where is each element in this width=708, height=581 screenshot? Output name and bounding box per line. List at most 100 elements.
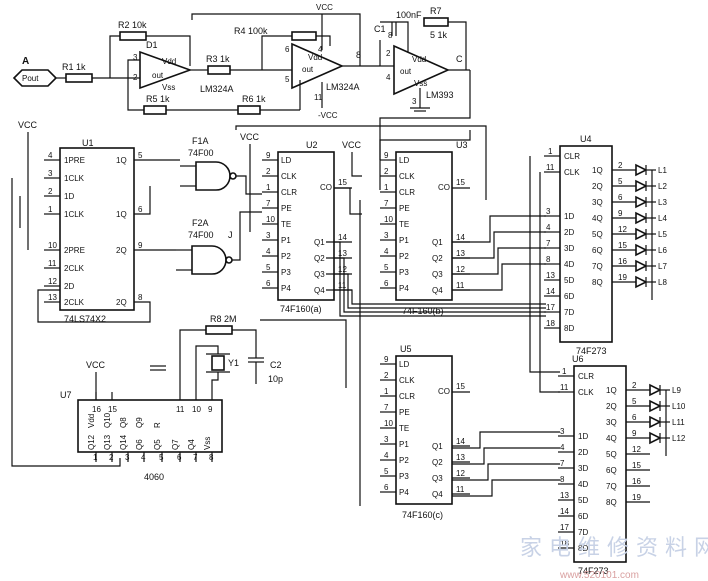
u7-pin-num: 3 <box>125 453 130 462</box>
y1-label: Y1 <box>228 358 239 368</box>
u2-label: U2 <box>306 140 318 150</box>
led-diode <box>649 431 662 445</box>
u7-pin-label: Q13 <box>103 434 112 450</box>
led-diode <box>649 399 662 413</box>
f160-pin-num: 4 <box>384 451 389 460</box>
u7-pin-label: Vss <box>203 437 212 450</box>
f160-q: Q4 <box>314 286 325 295</box>
f160-pin-num: 7 <box>384 403 389 412</box>
led-label: L2 <box>658 182 667 191</box>
f160-pin-label: CLK <box>281 172 297 181</box>
latch-d: 6D <box>564 292 574 301</box>
svg-text:8: 8 <box>356 50 361 60</box>
latch-pin-num: 3 <box>546 207 551 216</box>
latch-q: 7Q <box>606 482 617 491</box>
latch-q-num: 5 <box>618 177 623 186</box>
f160-q: Q3 <box>432 474 443 483</box>
u1-pin-num: 2 <box>48 187 53 196</box>
svg-text:C1: C1 <box>374 24 386 34</box>
latch-pin-num: 17 <box>546 303 555 312</box>
latch-pin-num: 8 <box>546 255 551 264</box>
latch-d: 5D <box>578 496 588 505</box>
f160-pin-label: LD <box>399 360 409 369</box>
latch-d: 4D <box>564 260 574 269</box>
u4-body <box>559 145 613 343</box>
latch-pin-num: 7 <box>560 459 565 468</box>
latch-pin-num: 18 <box>560 539 569 548</box>
resistor-r5 <box>143 105 167 115</box>
f160-pin-num: 9 <box>384 151 389 160</box>
counter-u3: U3 74F160(b) 9LD2CLK1CLR7PE10TE3P14P25P3… <box>380 140 470 316</box>
f160-pin-label: LD <box>399 156 409 165</box>
u7-pin-label: Q9 <box>135 417 144 428</box>
latch-d: 2D <box>564 228 574 237</box>
f160-pin-num: 2 <box>384 167 389 176</box>
u1-pin-num: 8 <box>138 293 143 302</box>
u7-pin-num: 2 <box>109 453 114 462</box>
watermark-url: www.520101.com <box>559 570 639 581</box>
f160-pin-num: 3 <box>384 231 389 240</box>
r1-label: R1 1k <box>62 62 86 72</box>
latch-d: 7D <box>564 308 574 317</box>
f160-co: CO <box>320 183 332 192</box>
f160-q-num: 12 <box>456 469 465 478</box>
u7-label: U7 <box>60 390 72 400</box>
led-diode <box>635 243 648 257</box>
crystal-y1 <box>211 355 225 371</box>
f160-q: Q1 <box>314 238 325 247</box>
f160-pin-num: 4 <box>384 247 389 256</box>
svg-text:Vdd: Vdd <box>308 53 322 62</box>
svg-text:C2: C2 <box>270 360 282 370</box>
led-diode <box>635 227 648 241</box>
svg-text:R5 1k: R5 1k <box>146 94 170 104</box>
led-label: L6 <box>658 246 667 255</box>
latch-q: 3Q <box>592 198 603 207</box>
latch-d: 8D <box>578 544 588 553</box>
latch-d: 2D <box>578 448 588 457</box>
u7-pin-num: 5 <box>159 453 164 462</box>
latch-u4: U4 74F273 1CLR11CLK31D42D73D84D135D146D1… <box>529 134 667 393</box>
u1-pin-num: 9 <box>138 241 143 250</box>
f160-q-num: 13 <box>456 453 465 462</box>
latch-q-num: 19 <box>618 273 627 282</box>
opamp-d2-body <box>291 42 344 90</box>
u4-label: U4 <box>580 134 592 144</box>
latch-q: 2Q <box>592 182 603 191</box>
u7-pin-num: 7 <box>193 453 198 462</box>
f160-pin-num: 6 <box>384 483 389 492</box>
svg-text:R7: R7 <box>430 6 442 16</box>
latch-d: 8D <box>564 324 574 333</box>
f160-pin-num: 6 <box>266 279 271 288</box>
u7-pin-num: 11 <box>176 405 185 414</box>
latch-q: 7Q <box>592 262 603 271</box>
latch-d: 3D <box>578 464 588 473</box>
led-label: L7 <box>658 262 667 271</box>
opamp-d1: D1 Vdd out Vss 3 2 LM324A R5 1k R6 1k <box>120 40 300 115</box>
latch-pin-num: 13 <box>560 491 569 500</box>
f160-pin-label: P2 <box>399 252 409 261</box>
f160-q-num: 11 <box>456 281 465 290</box>
led-diode <box>649 383 662 397</box>
u1-pin-label: 1CLK <box>64 174 85 183</box>
f160-pin-num: 2 <box>384 371 389 380</box>
u3-part: 74F160(b) <box>402 306 444 316</box>
f160-pin-num: 3 <box>266 231 271 240</box>
r2-label: R2 10k <box>118 20 147 30</box>
u1-pin-label: 2Q <box>116 298 127 307</box>
u6-body <box>573 365 627 563</box>
input-label: A <box>22 56 29 67</box>
svg-text:R6 1k: R6 1k <box>242 94 266 104</box>
f160-q: Q2 <box>432 254 443 263</box>
svg-text:6: 6 <box>285 45 290 54</box>
led-diode <box>635 163 648 177</box>
f160-co-num: 15 <box>338 178 347 187</box>
svg-text:J: J <box>228 230 233 240</box>
latch-pin-num: 17 <box>560 523 569 532</box>
resistor-r1 <box>65 73 93 83</box>
u1-part: 74LS74X2 <box>64 314 106 324</box>
latch-pin-num: 11 <box>546 163 555 172</box>
u1-pin-label: 1D <box>64 192 74 201</box>
counter-u5: U5 74F160(c) 9LD2CLK1CLR7PE10TE3P14P25P3… <box>380 344 470 520</box>
latch-pin-num: 3 <box>560 427 565 436</box>
comparator-lm393: Vdd out Vss 2 4 8 3 C1 100nF R7 5 1k C L… <box>374 6 471 160</box>
